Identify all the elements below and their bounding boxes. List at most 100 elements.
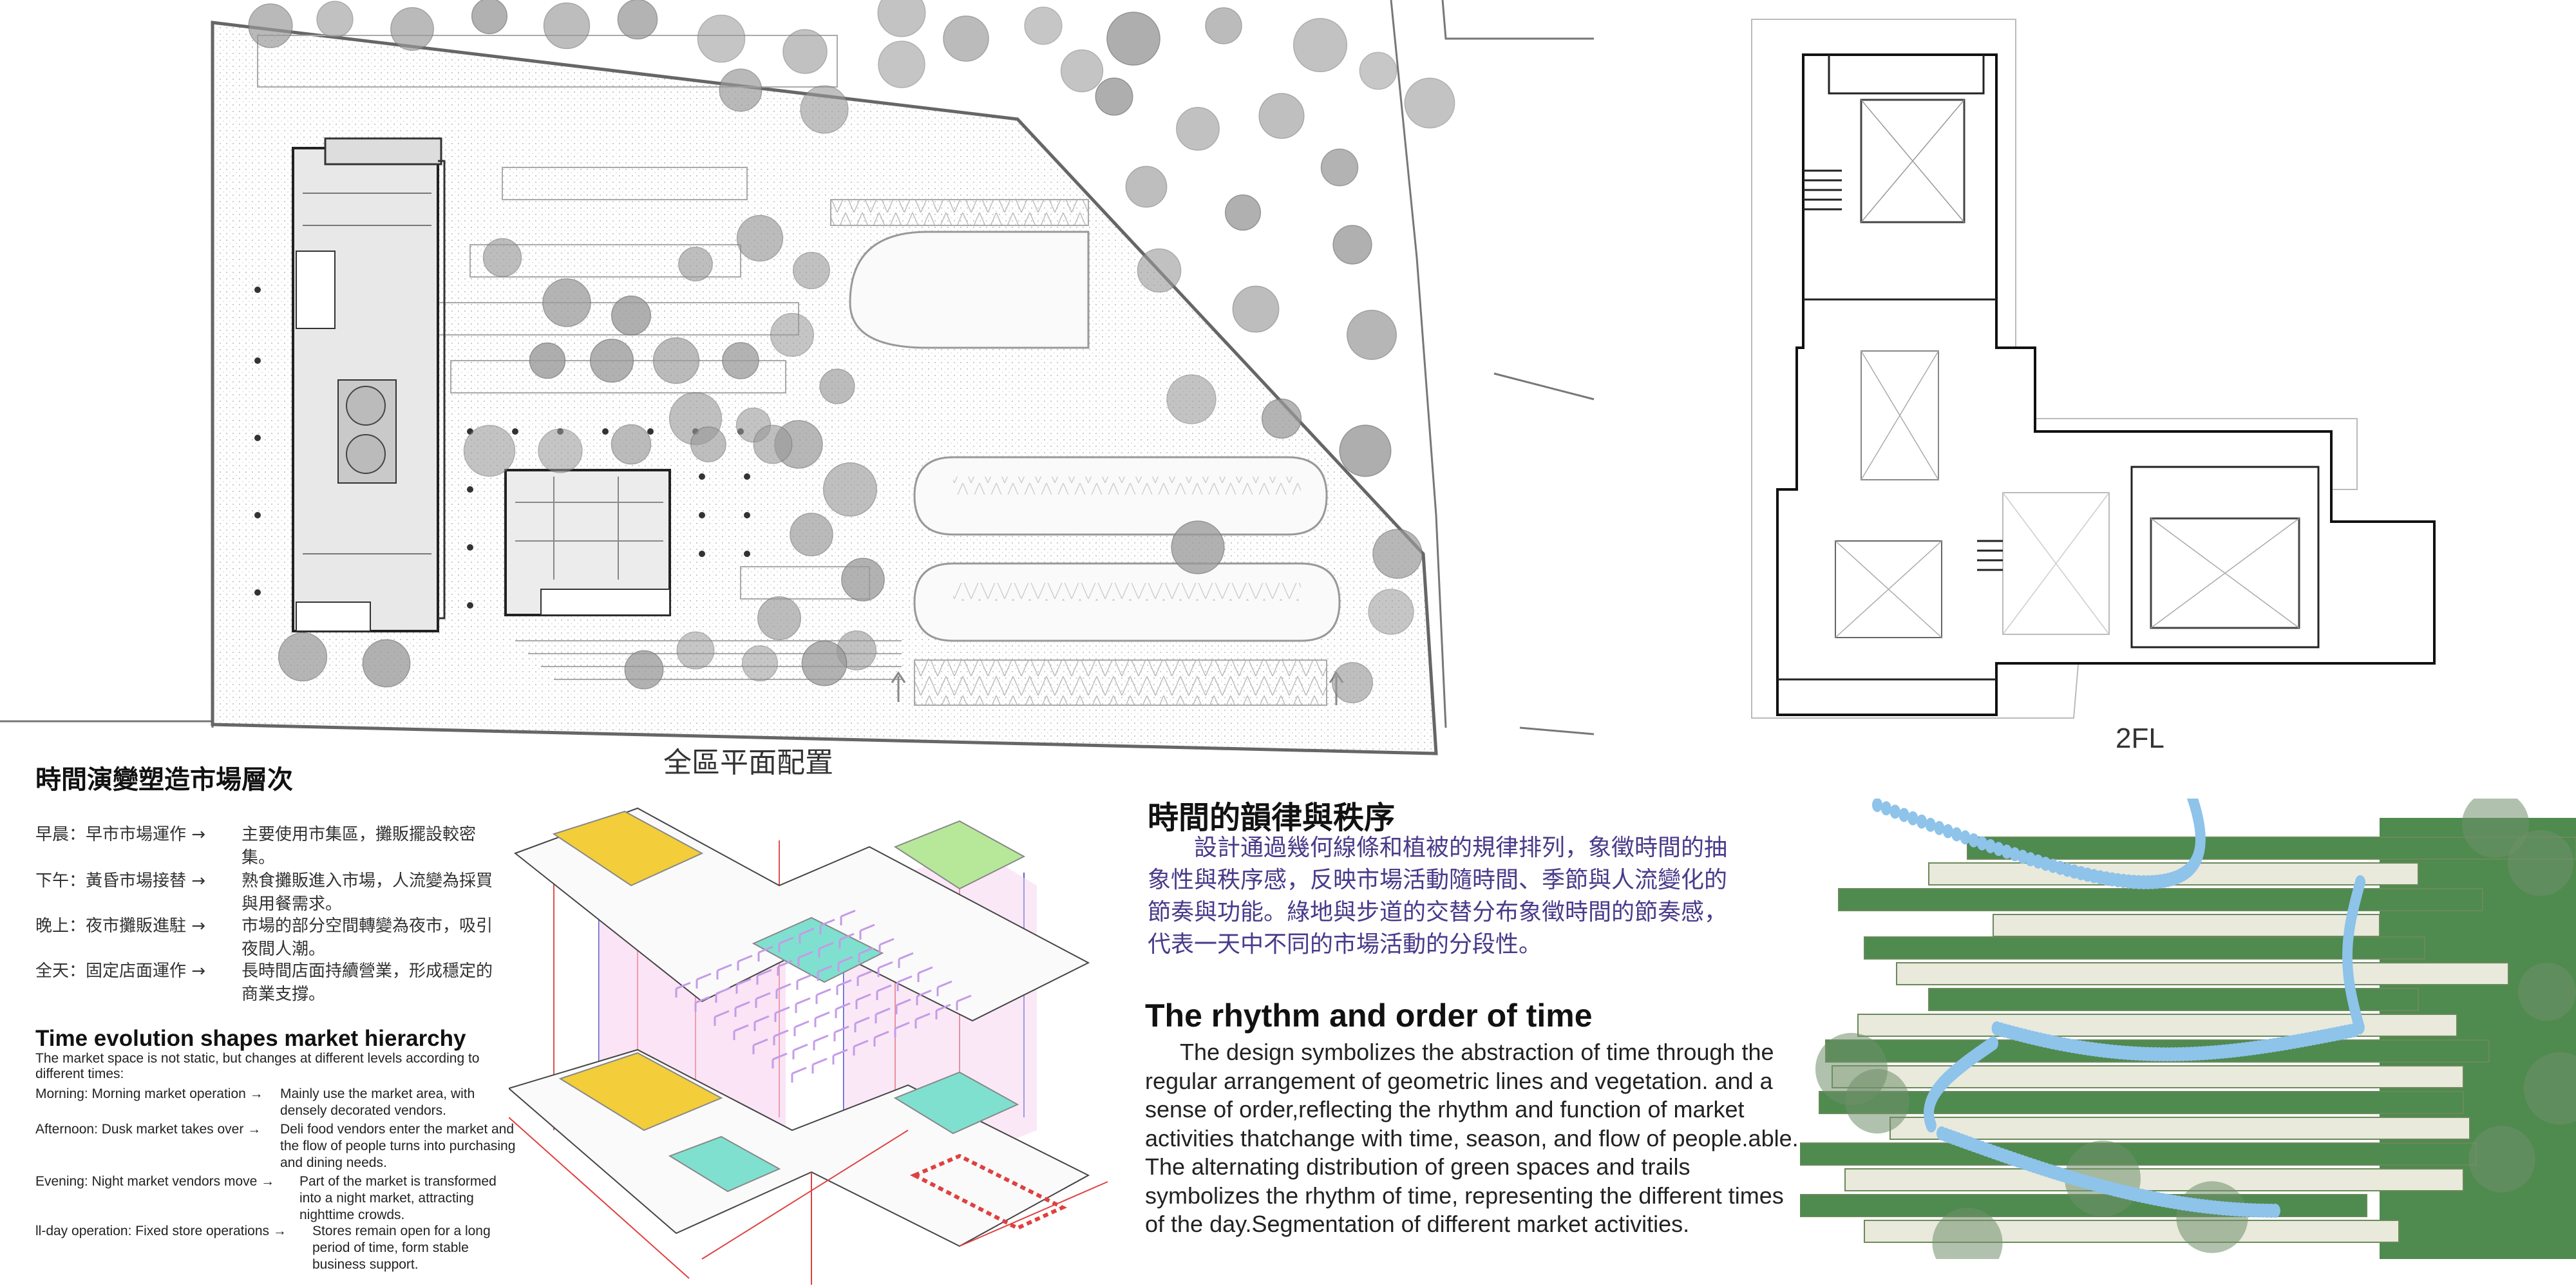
tree [2176,1181,2248,1253]
parking-stall-row [953,477,1301,495]
left-cn-title: 時間演變塑造市場層次 [35,765,293,795]
zone-red [909,1153,1067,1231]
trail-dot [1993,842,2004,857]
void-atrium [1860,99,1965,223]
trail-dot [2017,849,2028,864]
stall [833,1025,849,1041]
stall [894,1021,910,1037]
stall [757,945,773,961]
roof-outline [1751,19,2358,719]
walkway [469,244,741,278]
tree [542,278,591,327]
green-band [1838,888,2483,911]
stall [814,1011,830,1027]
column [254,357,261,364]
trail-dot [1917,814,1927,829]
tree [1404,77,1455,129]
stall [817,965,833,981]
green-band [1928,988,2419,1011]
tree [753,424,793,464]
zone-yellow [552,810,704,887]
tree [1372,529,1423,579]
stall [836,979,852,995]
rhythm-strip-diagram [1800,799,2576,1259]
cn-schedule-key: 早晨：早市市場運作 → [35,825,206,844]
tree [529,342,566,379]
tree [800,85,849,134]
stall [675,981,691,998]
trail-dot [1951,827,1962,842]
stall [774,1006,790,1022]
tree [877,0,926,37]
floor-plan-2fl [1751,19,2436,719]
road-line [0,720,214,728]
stall [795,997,811,1013]
column [744,512,750,518]
stall [796,974,812,990]
road-line [1519,726,1595,735]
tree [463,424,516,477]
tree [822,462,878,517]
site-plan-title: 全區平面配置 [663,746,833,779]
tree [471,0,507,34]
stall [752,1038,768,1054]
axonometric-diagram [509,807,1108,1285]
tree [1332,662,1373,703]
column [467,544,473,551]
stall [813,1034,829,1050]
stall [837,956,853,972]
stall [733,1024,749,1040]
stall [777,960,793,976]
stall [855,993,871,1009]
walk-band [1832,1065,2464,1088]
void-atrium [2150,517,2300,629]
column [254,589,261,596]
walk-band [1993,914,2380,937]
tree [624,650,664,690]
green-band [1800,1142,2477,1166]
tree [482,238,522,278]
en-schedule-item: Morning: Morning market operation →Mainl… [35,1086,525,1119]
tree [2517,962,2576,1021]
stall [876,984,892,1000]
void-atrium [2002,492,2110,635]
cn-schedule-item: 全天：固定店面運作 → 長時間店面持續營業，形成穩定的商業支撐。 [35,960,512,1006]
stall [792,1043,808,1059]
tree [719,68,762,112]
walk-band [1889,1117,2470,1140]
tree [1339,424,1392,477]
tree [543,2,591,50]
tree [1258,93,1305,139]
tree [1359,52,1397,90]
tree [878,41,925,88]
tree [676,631,715,670]
zone-teal [893,1071,1019,1135]
cn-schedule-value: 長時間店面持續營業，形成穩定的商業支撐。 [242,961,493,1004]
stall [854,1016,870,1032]
left-en-intro: The market space is not static, but chan… [35,1051,480,1081]
tree [1205,7,1242,44]
walk-band [1844,1168,2464,1191]
tree [652,337,700,384]
cn-schedule-value: 主要使用市集區，攤販擺設較密集。 [242,825,477,867]
column [254,287,261,293]
main-building [292,137,446,632]
tree [1171,520,1225,574]
zone-green [893,820,1026,890]
walkway [502,167,748,200]
stall [936,980,952,996]
tree [793,252,830,289]
column [699,512,705,518]
tree [1125,166,1168,208]
stall [715,987,731,1003]
cn-schedule-key: 全天：固定店面運作 → [35,961,206,981]
entry-arrow [891,671,906,702]
tree [248,3,293,48]
en-schedule-key: Evening: Night market vendors move → [35,1174,275,1189]
trail-dot [1889,804,1900,819]
stall [755,992,771,1008]
tree [943,15,989,62]
tree [690,426,726,462]
tree [1932,1208,2003,1259]
parking-loop [913,562,1341,642]
